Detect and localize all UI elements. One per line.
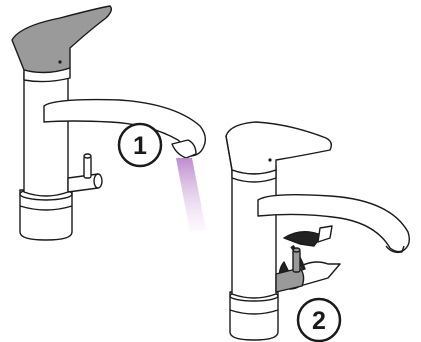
faucet-left <box>12 6 205 240</box>
callout-2: 2 <box>298 299 340 341</box>
callout-2-label: 2 <box>312 307 326 335</box>
faucet-left-nozzle <box>172 140 196 158</box>
faucet-left-column <box>24 72 68 196</box>
faucet-right-spout <box>258 195 409 252</box>
callout-1-label: 1 <box>133 132 147 160</box>
callout-1: 1 <box>119 124 161 166</box>
faucet-right-lever <box>226 122 331 174</box>
faucet-left-lever <box>12 6 111 73</box>
faucet-right-valve-stem <box>293 250 300 272</box>
faucet-left-valve-stem <box>84 156 91 178</box>
water-spray <box>176 158 206 232</box>
faucet-right-column <box>232 166 276 298</box>
